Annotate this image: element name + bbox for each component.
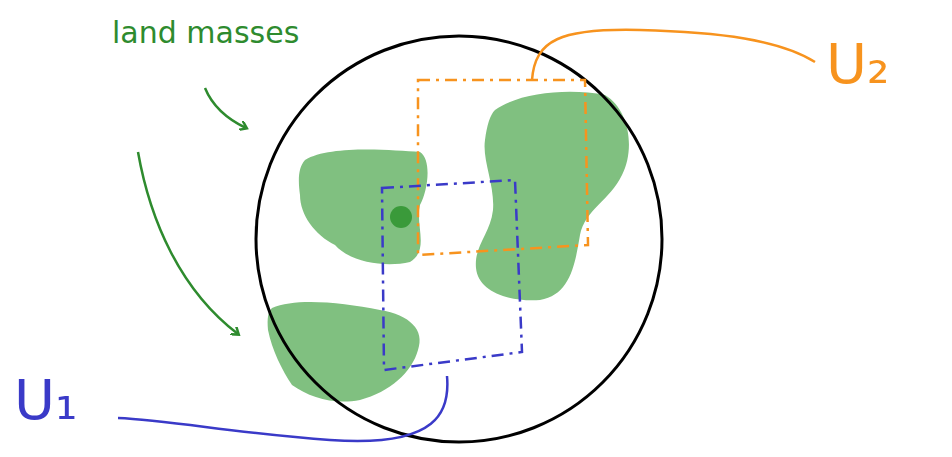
open-set-u1 [382,180,522,370]
callout-label: land masses [112,18,299,48]
land-mass [476,92,629,300]
pointer-arrow [138,152,238,334]
point-dot [390,206,412,228]
leader-line [118,376,447,441]
pointer-arrow [205,88,246,128]
land-mass [299,150,428,265]
leader-line [532,30,815,80]
set-label: U₁ [14,372,77,428]
set-label: U₂ [826,36,889,92]
globe-outline [256,36,662,442]
open-set-u2 [418,80,588,255]
